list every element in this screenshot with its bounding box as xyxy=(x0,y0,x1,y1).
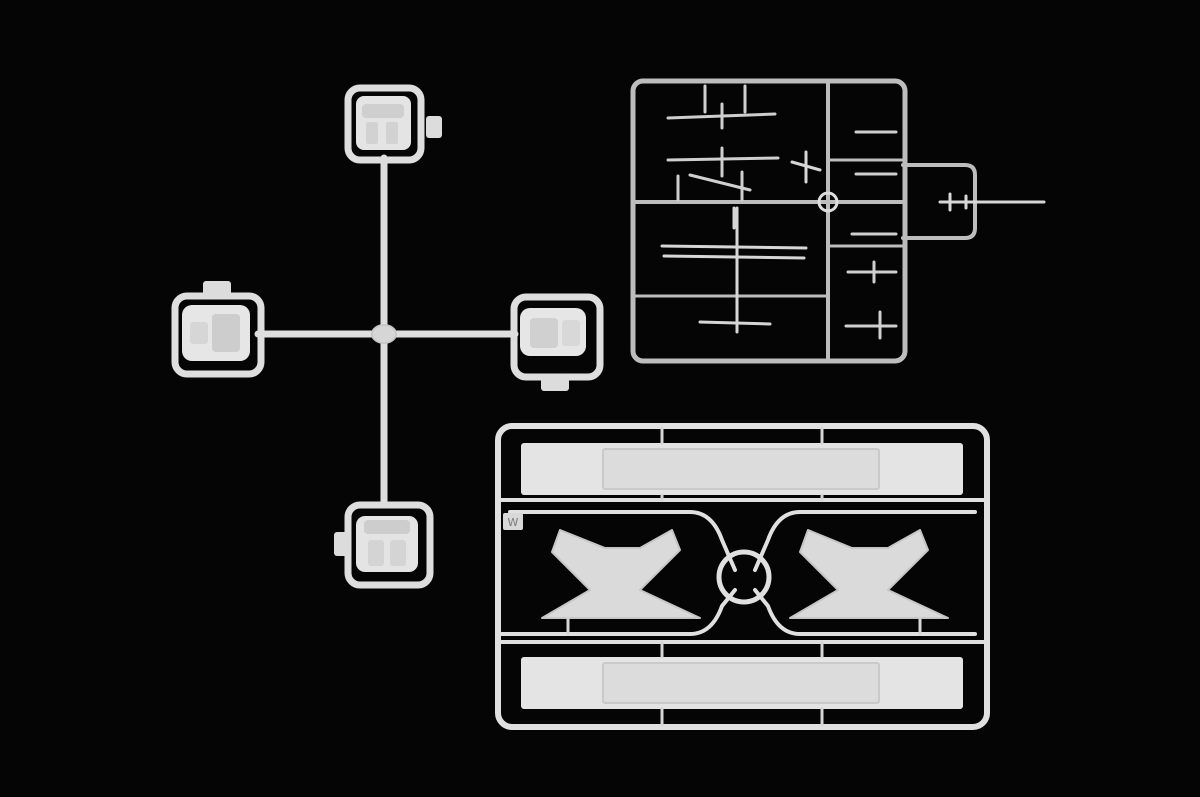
turret-part-right xyxy=(520,308,586,356)
cross-tab-left xyxy=(203,281,231,297)
frame-panel-bottom-inset xyxy=(602,662,880,704)
clear-mast-part xyxy=(938,192,1046,212)
cross-frame-top xyxy=(344,84,425,164)
frame-center-ring xyxy=(716,549,772,605)
cross-hub xyxy=(371,324,397,344)
cross-tab-bottom xyxy=(334,532,350,556)
turret-part-bottom xyxy=(356,516,418,572)
frame-outer xyxy=(495,423,990,730)
cross-tab-right xyxy=(541,375,569,391)
clear-hub xyxy=(817,191,839,213)
clear-small-parts xyxy=(844,130,898,340)
white-cross-sprue xyxy=(171,84,604,589)
turret-part-left xyxy=(182,305,250,361)
frame-bracket-left xyxy=(541,529,701,619)
clear-frame-outer xyxy=(630,78,908,364)
frame-letter-tab xyxy=(503,513,523,530)
clear-aircraft-2 xyxy=(666,146,780,202)
frame-gates xyxy=(566,426,922,727)
clear-propeller xyxy=(790,150,822,184)
frame-x-runner-left-low xyxy=(498,588,737,636)
frame-bracket-right xyxy=(789,529,949,619)
clear-aircraft-large xyxy=(660,206,808,334)
white-frame-sprue: W xyxy=(495,423,990,730)
frame-letter-w: W xyxy=(508,516,519,529)
frame-x-runner-right xyxy=(753,510,977,572)
clear-aircraft-sprue xyxy=(630,78,1046,364)
clear-aircraft-1 xyxy=(666,84,777,130)
cross-tab-top xyxy=(426,116,442,138)
frame-x-runner-right-low xyxy=(753,588,977,636)
frame-x-runner-left xyxy=(508,510,737,572)
frame-panel-top-inset xyxy=(602,448,880,490)
turret-part-top xyxy=(356,96,411,150)
